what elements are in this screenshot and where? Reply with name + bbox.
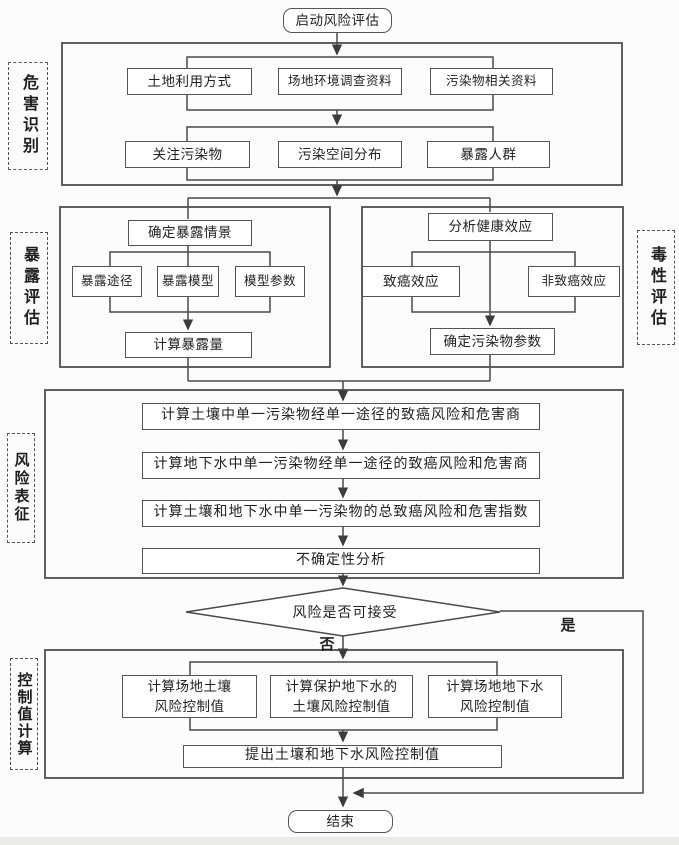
box-analyze-health-effects: 分析健康效应 — [428, 213, 553, 241]
box-carcinogenic-effects: 致癌效应 — [362, 266, 460, 297]
section-label-exposure-assessment: 暴露评估 — [10, 232, 48, 344]
box-propose-risk-control-values: 提出土壤和地下水风险控制值 — [183, 745, 502, 768]
box-contamination-spatial-distribution: 污染空间分布 — [278, 141, 402, 168]
section-label-risk-characterization: 风险表征 — [7, 433, 35, 543]
box-groundwater-single-pathway-risk: 计算地下水中单一污染物经单一途径的致癌风险和危害商 — [142, 452, 540, 479]
box-total-carcinogenic-risk-hazard-index: 计算土壤和地下水中单一污染物的总致癌风险和危害指数 — [142, 500, 540, 527]
box-contaminants-of-concern: 关注污染物 — [125, 141, 250, 168]
start-node: 启动风险评估 — [283, 8, 392, 33]
box-define-exposure-scenario: 确定暴露情景 — [128, 220, 252, 246]
box-site-groundwater-risk-control-value: 计算场地地下水 风险控制值 — [428, 675, 562, 718]
box-land-use: 土地利用方式 — [127, 68, 252, 95]
section-label-control-value-calculation: 控制值计算 — [10, 658, 38, 770]
end-node: 结束 — [288, 810, 393, 833]
box-site-survey-data: 场地环境调查资料 — [278, 68, 402, 95]
box-soil-single-pathway-risk: 计算土壤中单一污染物经单一途径的致癌风险和危害商 — [142, 403, 540, 430]
section-label-hazard-identification: 危害识别 — [8, 62, 48, 170]
box-calculate-exposure: 计算暴露量 — [125, 332, 252, 358]
box-exposed-population: 暴露人群 — [427, 141, 550, 168]
box-determine-contaminant-parameters: 确定污染物参数 — [430, 328, 555, 355]
bottom-margin-strip — [0, 837, 679, 845]
box-protect-groundwater-soil-control-value: 计算保护地下水的 土壤风险控制值 — [270, 675, 413, 718]
box-contaminant-data: 污染物相关资料 — [430, 68, 553, 95]
decision-no-label: 否 — [319, 636, 335, 653]
box-uncertainty-analysis: 不确定性分析 — [142, 548, 540, 574]
box-site-soil-risk-control-value: 计算场地土壤 风险控制值 — [122, 675, 257, 718]
box-exposure-model: 暴露模型 — [157, 266, 219, 297]
section-label-toxicity-assessment: 毒性评估 — [637, 230, 675, 345]
box-non-carcinogenic-effects: 非致癌效应 — [528, 266, 620, 297]
box-model-parameters: 模型参数 — [235, 266, 305, 297]
decision-yes-label: 是 — [560, 617, 576, 634]
box-exposure-pathway: 暴露途径 — [72, 266, 142, 297]
decision-risk-acceptable: 风险是否可接受 — [292, 606, 398, 621]
